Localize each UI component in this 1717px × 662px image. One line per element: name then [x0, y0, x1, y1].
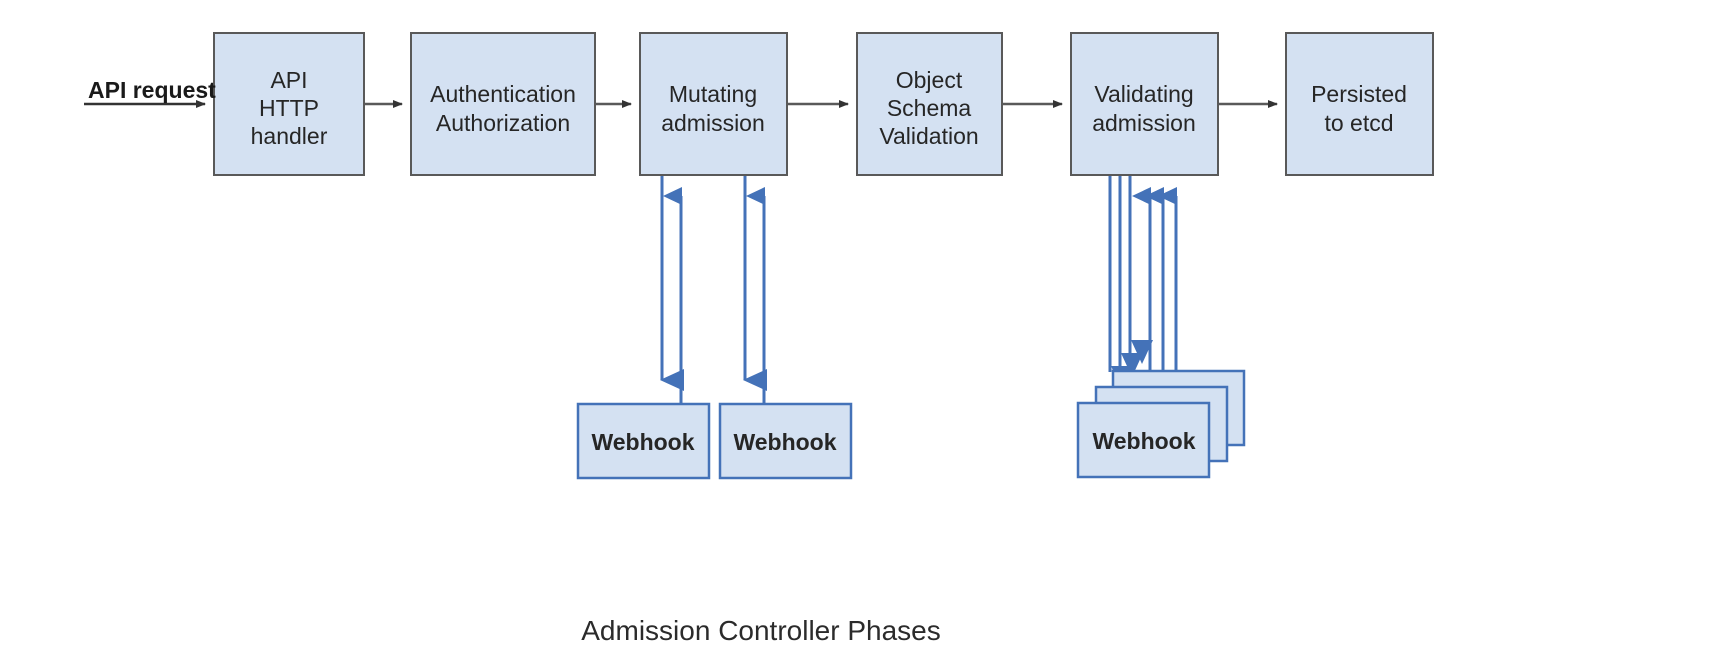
phase-box-object-schema-validation[interactable]: Object Schema Validation — [856, 32, 1003, 176]
phase-box-authentication-authorization[interactable]: Authentication Authorization — [410, 32, 596, 176]
api-request-label: API request — [88, 77, 216, 103]
diagram-caption: Admission Controller Phases — [581, 615, 941, 646]
webhook-box-mutating-webhook-1[interactable]: Webhook — [576, 402, 711, 480]
phase-box-mutating-admission[interactable]: Mutating admission — [639, 32, 788, 176]
webhook-box-validating-webhook-stack[interactable]: Webhook — [1076, 369, 1246, 479]
phase-box-api-http-handler[interactable]: API HTTP handler — [213, 32, 365, 176]
webhook-box-mutating-webhook-2[interactable]: Webhook — [718, 402, 853, 480]
phase-box-validating-admission[interactable]: Validating admission — [1070, 32, 1219, 176]
webhook-stack-layer-front — [1076, 401, 1211, 479]
phase-box-persisted-to-etcd[interactable]: Persisted to etcd — [1285, 32, 1434, 176]
